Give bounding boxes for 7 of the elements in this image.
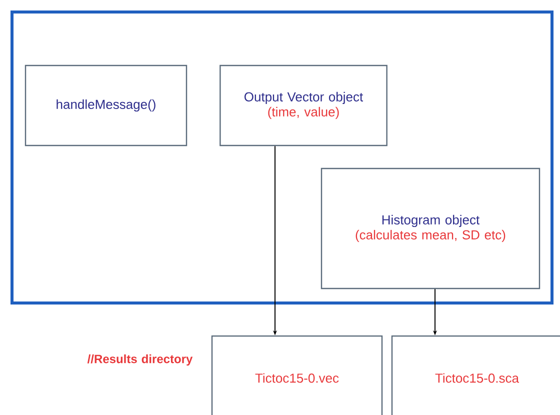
- object-box: Histogram object (calculates mean, SD etc): [320, 168, 540, 290]
- directory-label: //Results directory: [87, 354, 193, 366]
- frame-box: [10, 10, 554, 304]
- file-box: Tictoc15-0.vec: [211, 335, 383, 415]
- file-box: Tictoc15-0.sca: [391, 335, 560, 415]
- object-box: handleMessage(): [24, 64, 188, 146]
- object-box: Output Vector object (time, value): [220, 64, 388, 146]
